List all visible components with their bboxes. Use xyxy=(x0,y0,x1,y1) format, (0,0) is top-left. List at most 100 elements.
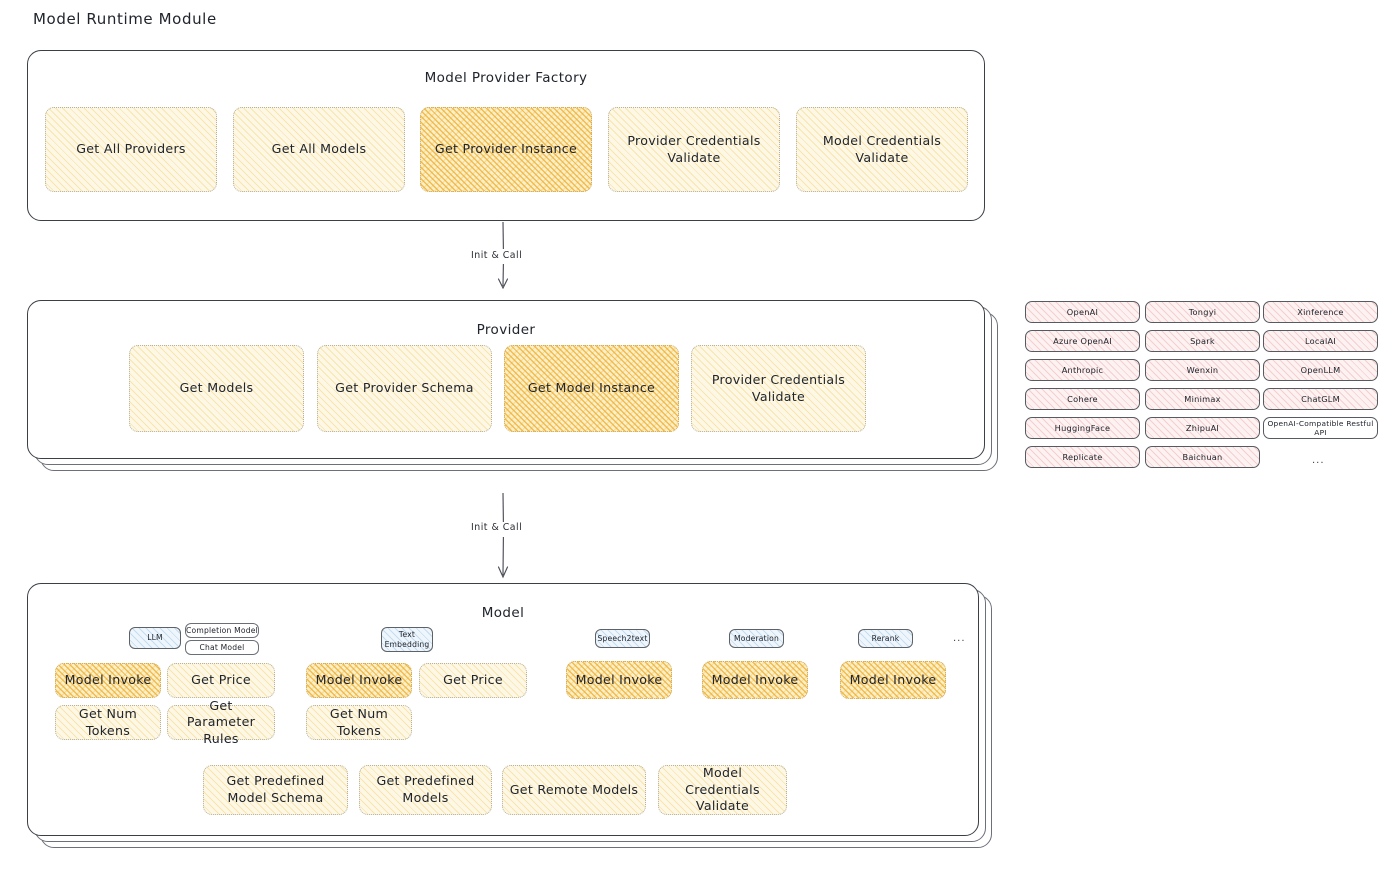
node-llm-get-parameter-rules[interactable]: Get Parameter Rules xyxy=(167,698,275,746)
node-model-credentials-validate-2[interactable]: Model Credentials Validate xyxy=(658,765,787,815)
node-llm-model-invoke[interactable]: Model Invoke xyxy=(55,663,161,698)
node-rerank-model-invoke[interactable]: Model Invoke xyxy=(840,661,946,699)
provider-chip-label: Spark xyxy=(1190,336,1215,346)
node-label: Model Credentials Validate xyxy=(685,765,760,814)
model-type-tag-text-embedding[interactable]: Text Embedding xyxy=(381,627,433,652)
provider-chip-anthropic[interactable]: Anthropic xyxy=(1025,359,1140,381)
node-label: Get Model Instance xyxy=(527,380,656,396)
provider-chip-label: ZhipuAI xyxy=(1185,423,1220,433)
node-model-credentials-validate[interactable]: Model Credentials Validate xyxy=(796,107,968,192)
node-label: Get All Providers xyxy=(76,141,186,157)
model-type-tag-rerank[interactable]: Rerank xyxy=(858,629,913,648)
provider-chip-cohere[interactable]: Cohere xyxy=(1025,388,1140,410)
node-provider-credentials-validate-2[interactable]: Provider Credentials Validate xyxy=(691,345,866,432)
node-moderation-model-invoke[interactable]: Model Invoke xyxy=(702,661,808,699)
provider-chip-label: Azure OpenAI xyxy=(1053,336,1112,346)
provider-chip-label: ChatGLM xyxy=(1301,394,1340,404)
page-title: Model Runtime Module xyxy=(33,10,217,28)
node-label: Get Predefined Models xyxy=(376,773,475,805)
provider-chip-openai-compatible-restful-api[interactable]: OpenAI-Compatible Restful API xyxy=(1263,417,1378,439)
node-text-embedding-get-num-tokens[interactable]: Get Num Tokens xyxy=(306,705,412,740)
node-label: Get Num Tokens xyxy=(329,705,389,738)
provider-chip-huggingface[interactable]: HuggingFace xyxy=(1025,417,1140,439)
model-type-overflow: ... xyxy=(953,633,966,644)
provider-chip-localai[interactable]: LocalAI xyxy=(1263,330,1378,352)
node-label: Provider Credentials Validate xyxy=(627,132,761,165)
provider-chip-wenxin[interactable]: Wenxin xyxy=(1145,359,1260,381)
node-label: Model Credentials Validate xyxy=(822,132,942,165)
provider-chip-replicate[interactable]: Replicate xyxy=(1025,446,1140,468)
provider-title: Provider xyxy=(476,322,536,338)
node-label: Get All Models xyxy=(271,141,367,157)
provider-chip-label: Anthropic xyxy=(1061,365,1104,375)
provider-chip-openllm[interactable]: OpenLLM xyxy=(1263,359,1378,381)
provider-chip-baichuan[interactable]: Baichuan xyxy=(1145,446,1260,468)
arrow-label: Init & Call xyxy=(471,522,523,533)
model-type-tag-label: Text Embedding xyxy=(384,630,430,649)
node-label: Get Price xyxy=(443,672,503,688)
node-label: Get Provider Schema xyxy=(335,380,474,396)
arrow-provider-to-model: Init & Call xyxy=(471,492,538,583)
arrow-factory-to-provider: Init & Call xyxy=(471,221,538,294)
provider-chip-label: Tongyi xyxy=(1188,307,1217,317)
node-label: Get Models xyxy=(179,380,254,396)
provider-chip-spark[interactable]: Spark xyxy=(1145,330,1260,352)
model-type-tag-label: Rerank xyxy=(871,633,900,643)
node-label: Get Remote Models xyxy=(509,781,639,797)
provider-chip-label: HuggingFace xyxy=(1054,423,1111,433)
provider-chip-label: OpenAI xyxy=(1066,307,1099,317)
node-get-remote-models[interactable]: Get Remote Models xyxy=(502,765,646,815)
node-get-predefined-model-schema[interactable]: Get Predefined Model Schema xyxy=(203,765,348,815)
node-text-embedding-get-price[interactable]: Get Price xyxy=(419,663,527,698)
node-get-provider-schema[interactable]: Get Provider Schema xyxy=(317,345,492,432)
node-get-model-instance[interactable]: Get Model Instance xyxy=(504,345,679,432)
model-subtag-completion-model[interactable]: Completion Model xyxy=(185,623,259,638)
node-speech2text-model-invoke[interactable]: Model Invoke xyxy=(566,661,672,699)
provider-chip-label: Wenxin xyxy=(1186,365,1219,375)
node-label: Provider Credentials Validate xyxy=(711,371,846,404)
provider-chip-label: Cohere xyxy=(1067,394,1098,404)
node-label: Get Num Tokens xyxy=(78,705,138,738)
provider-chip-label: Minimax xyxy=(1184,394,1221,404)
provider-chip-chatglm[interactable]: ChatGLM xyxy=(1263,388,1378,410)
node-llm-get-price[interactable]: Get Price xyxy=(167,663,275,698)
model-type-tag-label: Speech2text xyxy=(597,633,648,643)
provider-list-overflow: ... xyxy=(1312,455,1325,466)
node-get-all-providers[interactable]: Get All Providers xyxy=(45,107,217,192)
model-type-tag-speech2text[interactable]: Speech2text xyxy=(595,629,650,648)
provider-chip-minimax[interactable]: Minimax xyxy=(1145,388,1260,410)
node-get-predefined-models[interactable]: Get Predefined Models xyxy=(359,765,492,815)
node-text-embedding-model-invoke[interactable]: Model Invoke xyxy=(306,663,412,698)
node-label: Model Invoke xyxy=(315,672,403,688)
model-subtag-label: Completion Model xyxy=(186,625,258,635)
provider-chip-azure-openai[interactable]: Azure OpenAI xyxy=(1025,330,1140,352)
model-type-tag-moderation[interactable]: Moderation xyxy=(729,629,784,648)
provider-chip-openai[interactable]: OpenAI xyxy=(1025,301,1140,323)
node-label: Get Price xyxy=(191,672,251,688)
node-llm-get-num-tokens[interactable]: Get Num Tokens xyxy=(55,705,161,740)
provider-chip-label: Xinference xyxy=(1297,307,1344,317)
provider-chip-tongyi[interactable]: Tongyi xyxy=(1145,301,1260,323)
model-type-tag-llm[interactable]: LLM xyxy=(129,627,181,649)
provider-chip-zhipuai[interactable]: ZhipuAI xyxy=(1145,417,1260,439)
model-subtag-label: Chat Model xyxy=(199,642,245,652)
provider-chip-label: OpenAI-Compatible Restful API xyxy=(1267,419,1374,437)
model-subtag-chat-model[interactable]: Chat Model xyxy=(185,640,259,655)
node-label: Model Invoke xyxy=(575,671,663,687)
model-provider-factory-title: Model Provider Factory xyxy=(424,70,588,86)
node-label: Get Parameter Rules xyxy=(186,697,256,746)
node-label: Model Invoke xyxy=(849,671,937,687)
provider-chip-label: Replicate xyxy=(1062,452,1103,462)
arrow-label: Init & Call xyxy=(471,250,523,261)
provider-chip-label: Baichuan xyxy=(1182,452,1223,462)
model-title: Model xyxy=(481,605,525,621)
node-label: Get Provider Instance xyxy=(434,141,578,157)
node-get-all-models[interactable]: Get All Models xyxy=(233,107,405,192)
node-provider-credentials-validate[interactable]: Provider Credentials Validate xyxy=(608,107,780,192)
provider-chip-xinference[interactable]: Xinference xyxy=(1263,301,1378,323)
model-type-tag-label: Moderation xyxy=(733,633,779,643)
model-type-tag-label: LLM xyxy=(147,633,163,643)
node-get-models[interactable]: Get Models xyxy=(129,345,304,432)
node-get-provider-instance[interactable]: Get Provider Instance xyxy=(420,107,592,192)
provider-chip-label: LocalAI xyxy=(1305,336,1336,346)
